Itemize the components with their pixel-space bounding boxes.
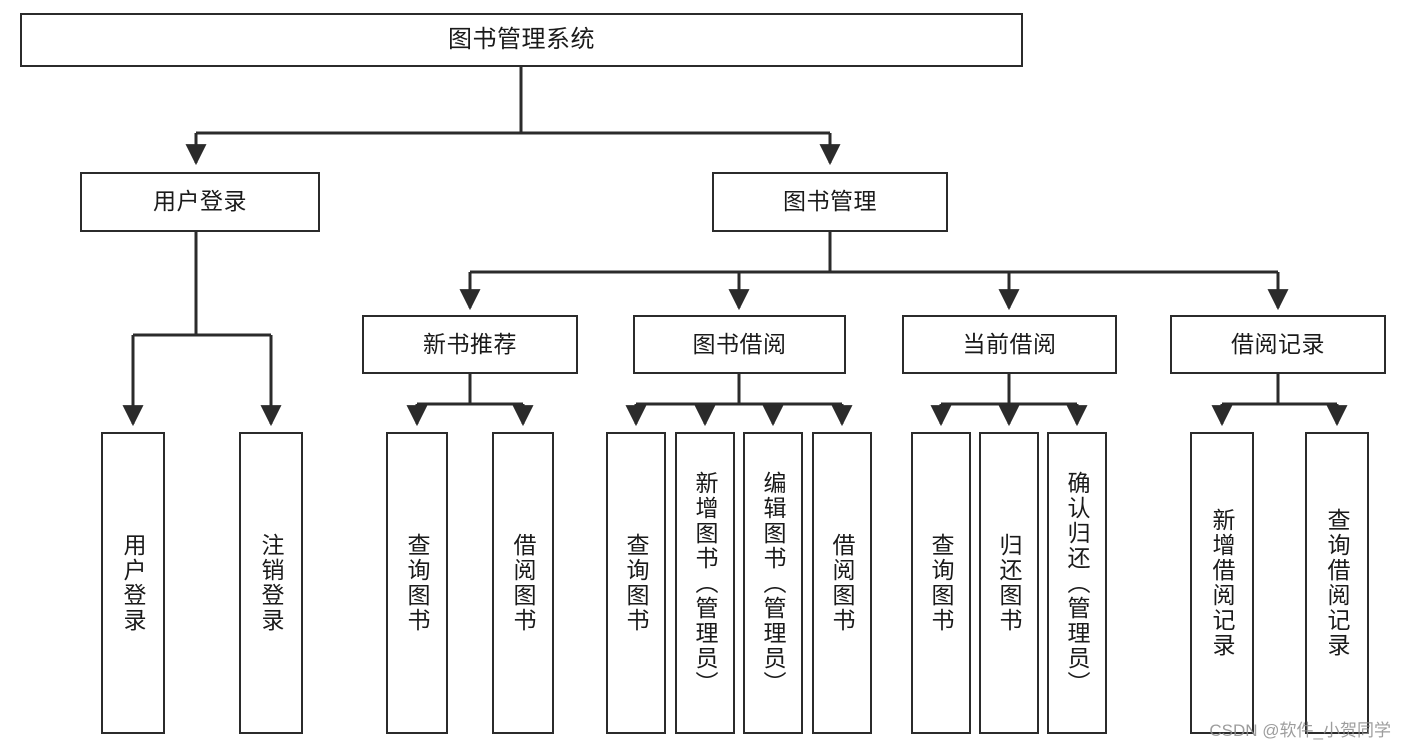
leaf-records-query-record[interactable]: 查询借阅记录 bbox=[1305, 432, 1369, 734]
node-book-borrow[interactable]: 图书借阅 bbox=[633, 315, 846, 374]
leaf-borrow-borrow-books[interactable]: 借阅图书 bbox=[812, 432, 872, 734]
leaf-recommend-query-books[interactable]: 查询图书 bbox=[386, 432, 448, 734]
node-user-login[interactable]: 用户登录 bbox=[80, 172, 320, 232]
node-label: 新书推荐 bbox=[423, 330, 517, 357]
node-label: 查询图书 bbox=[404, 533, 431, 633]
node-label: 查询图书 bbox=[623, 533, 650, 633]
node-label: 确认归还（管理员） bbox=[1064, 470, 1091, 696]
node-label: 新增借阅记录 bbox=[1209, 508, 1236, 658]
csdn-watermark: CSDN @软件_小贺同学 bbox=[1209, 721, 1391, 740]
leaf-user-login-login[interactable]: 用户登录 bbox=[101, 432, 165, 734]
node-label: 图书管理系统 bbox=[448, 25, 595, 53]
node-label: 当前借阅 bbox=[962, 330, 1057, 357]
node-label: 注销登录 bbox=[258, 533, 285, 633]
node-label: 借阅记录 bbox=[1231, 330, 1325, 357]
node-label: 编辑图书（管理员） bbox=[760, 470, 787, 696]
node-label: 用户登录 bbox=[153, 188, 247, 215]
leaf-current-query-books[interactable]: 查询图书 bbox=[911, 432, 971, 734]
leaf-recommend-borrow-books[interactable]: 借阅图书 bbox=[492, 432, 554, 734]
node-label: 借阅图书 bbox=[510, 533, 537, 633]
node-current-borrow[interactable]: 当前借阅 bbox=[902, 315, 1117, 374]
leaf-borrow-edit-book-admin[interactable]: 编辑图书（管理员） bbox=[743, 432, 803, 734]
node-new-book-recommend[interactable]: 新书推荐 bbox=[362, 315, 578, 374]
node-label: 图书管理 bbox=[783, 188, 877, 215]
leaf-current-confirm-return-admin[interactable]: 确认归还（管理员） bbox=[1047, 432, 1107, 734]
leaf-borrow-query-books[interactable]: 查询图书 bbox=[606, 432, 666, 734]
node-label: 查询图书 bbox=[928, 533, 955, 633]
node-label: 新增图书（管理员） bbox=[692, 470, 719, 696]
node-label: 图书借阅 bbox=[692, 330, 787, 357]
node-book-management[interactable]: 图书管理 bbox=[712, 172, 948, 232]
leaf-current-return-books[interactable]: 归还图书 bbox=[979, 432, 1039, 734]
leaf-user-login-logout[interactable]: 注销登录 bbox=[239, 432, 303, 734]
node-label: 查询借阅记录 bbox=[1324, 508, 1351, 658]
node-label: 借阅图书 bbox=[829, 533, 856, 633]
node-root-book-management-system[interactable]: 图书管理系统 bbox=[20, 13, 1023, 67]
node-label: 用户登录 bbox=[120, 533, 147, 633]
leaf-records-add-record[interactable]: 新增借阅记录 bbox=[1190, 432, 1254, 734]
leaf-borrow-add-book-admin[interactable]: 新增图书（管理员） bbox=[675, 432, 735, 734]
node-label: 归还图书 bbox=[996, 533, 1023, 633]
node-borrow-records[interactable]: 借阅记录 bbox=[1170, 315, 1386, 374]
